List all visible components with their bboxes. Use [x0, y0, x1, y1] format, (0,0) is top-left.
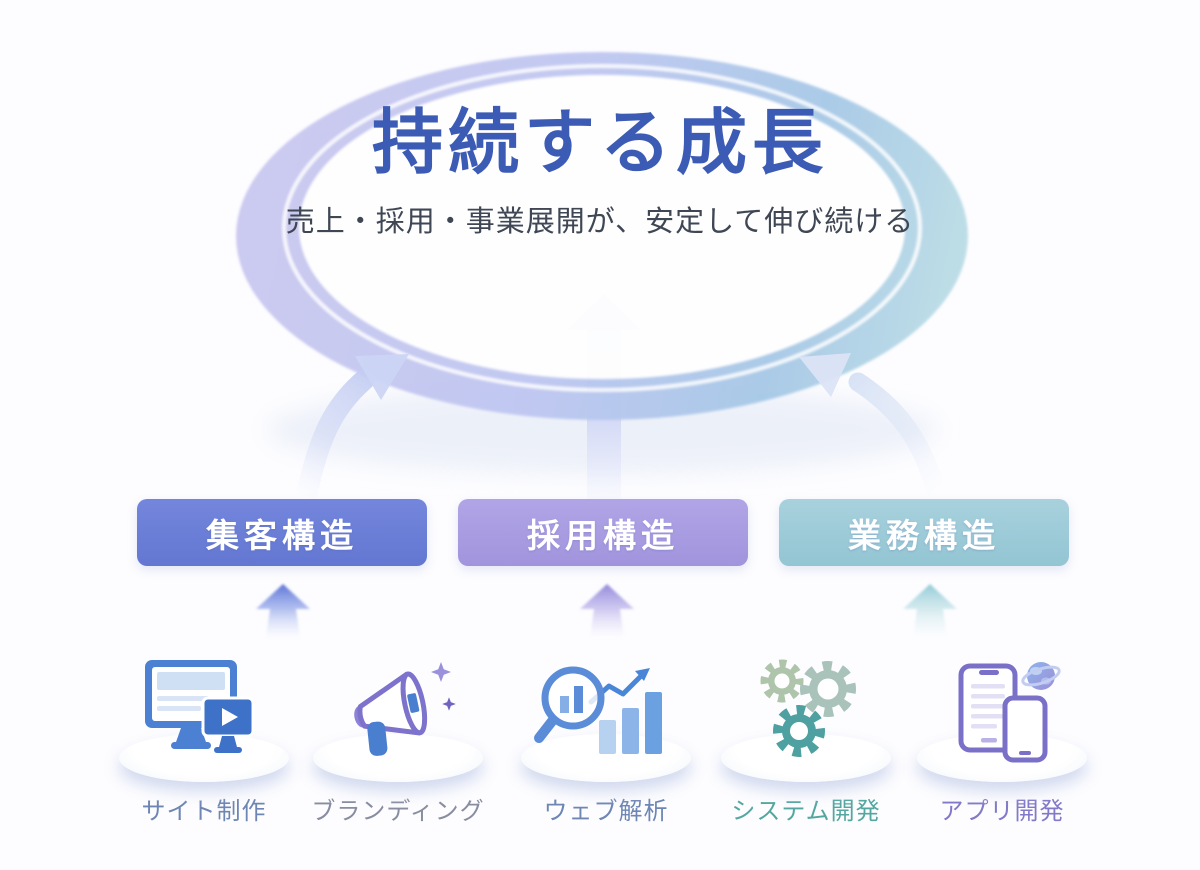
service-site-production: サイト制作 [99, 648, 309, 826]
service-label: ブランディング [311, 797, 485, 825]
gear-teal [773, 705, 825, 757]
icon-stage [897, 648, 1107, 782]
platform-ellipse [313, 734, 483, 782]
diagram-subtitle: 売上・採用・事業展開が、安定して伸び続ける [285, 203, 915, 238]
service-app-development: アプリ開発 [897, 648, 1107, 826]
service-branding: ブランディング [293, 648, 503, 826]
diagram-title: 持続する成長 [371, 101, 828, 184]
service-label: システム開発 [731, 797, 881, 825]
flow-arrow-blue [256, 584, 310, 638]
service-label: サイト制作 [141, 797, 267, 825]
service-system-development: システム開発 [701, 648, 911, 826]
icon-stage [501, 648, 711, 782]
structure-box-attraction: 集客構造 [137, 499, 427, 566]
chart-magnifier-icon [534, 666, 662, 754]
structure-box-operations: 業務構造 [779, 499, 1069, 566]
gears-icon [760, 659, 856, 757]
icon-stage [99, 648, 309, 782]
monitor-video-icon [145, 660, 255, 753]
structure-box-label: 業務構造 [848, 515, 1000, 555]
structure-box-recruiting: 採用構造 [458, 499, 748, 566]
structure-box-label: 集客構造 [206, 515, 358, 555]
flow-arrow-purple [580, 584, 634, 638]
megaphone-icon [354, 662, 456, 756]
devices-icon [958, 662, 1061, 763]
globe [1021, 662, 1061, 690]
service-web-analytics: ウェブ解析 [501, 648, 711, 826]
gear-small [760, 659, 804, 703]
cycle-arrow-right [799, 353, 946, 502]
icon-stage [701, 648, 911, 782]
growth-ring [236, 52, 968, 420]
structure-box-label: 採用構造 [527, 515, 679, 555]
flow-arrow-teal [903, 584, 957, 638]
goal-text-block: 持続する成長 売上・採用・事業展開が、安定して伸び続ける [0, 101, 1200, 240]
cycle-arrow-left [295, 354, 409, 509]
service-label: アプリ開発 [939, 797, 1065, 825]
icon-stage [293, 648, 503, 782]
service-label: ウェブ解析 [543, 797, 669, 825]
gear-large [800, 661, 856, 717]
